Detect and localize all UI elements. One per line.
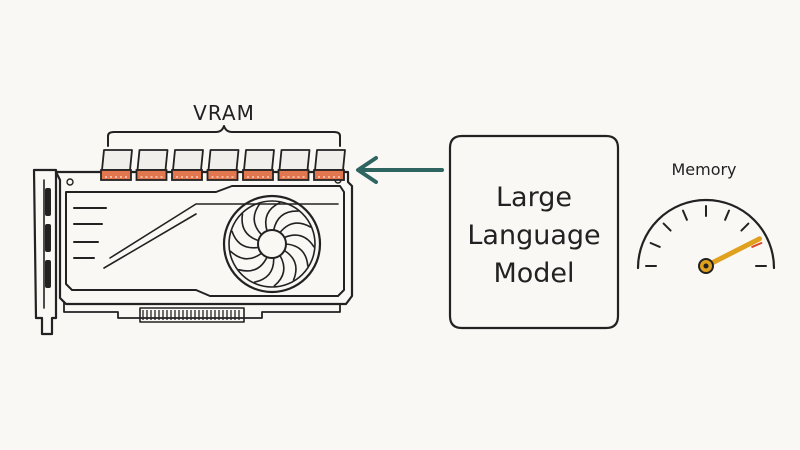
gauge-needle (703, 236, 762, 269)
vram-brace (107, 125, 341, 147)
vram-chip (277, 149, 311, 181)
llm-label-line1: Large (496, 182, 572, 213)
vram-chip (206, 149, 240, 181)
vram-chip (242, 149, 275, 181)
gauge-tick (740, 222, 750, 232)
fan-blade (273, 254, 285, 287)
fan-blade (283, 249, 297, 281)
vram-chip (135, 149, 169, 181)
gpu-pcb-edge (63, 301, 341, 319)
gpu-card (32, 168, 354, 336)
gauge-tick (724, 209, 730, 221)
vram-group: VRAM (100, 101, 346, 181)
fan-blade (283, 234, 315, 248)
fan-blade (241, 213, 260, 242)
gauge-arc (636, 198, 776, 270)
vram-label: VRAM (193, 101, 255, 125)
gauge-tick (649, 242, 661, 248)
gauge-tick (662, 222, 672, 232)
vram-chip (171, 149, 204, 181)
shroud-vents (73, 207, 107, 259)
gpu-fan (222, 194, 322, 294)
fan-blade (231, 230, 260, 249)
pcie-bracket (32, 168, 58, 336)
gauge-tick (751, 242, 763, 248)
screw (66, 178, 74, 186)
memory-gauge: Memory (636, 160, 776, 274)
fan-blade (229, 250, 263, 260)
gpu-shroud (65, 185, 345, 297)
fan-blade (285, 243, 309, 267)
fan-blade (272, 210, 299, 231)
vram-chip (100, 149, 133, 181)
load-arrow (356, 156, 444, 184)
vram-chip (313, 149, 346, 181)
llm-label-line2: Language (467, 220, 600, 251)
pcie-connector (139, 307, 245, 323)
fan-blade (238, 256, 268, 272)
fan-blade (253, 203, 263, 236)
gauge-tick (682, 209, 688, 221)
fan-blade (253, 257, 275, 283)
gpu-board (54, 170, 354, 306)
fan-blade (264, 201, 281, 232)
llm-label-line3: Model (493, 258, 574, 289)
memory-label: Memory (671, 160, 736, 179)
fan-blade (279, 222, 312, 234)
llm-box: Large Language Model (448, 134, 620, 330)
